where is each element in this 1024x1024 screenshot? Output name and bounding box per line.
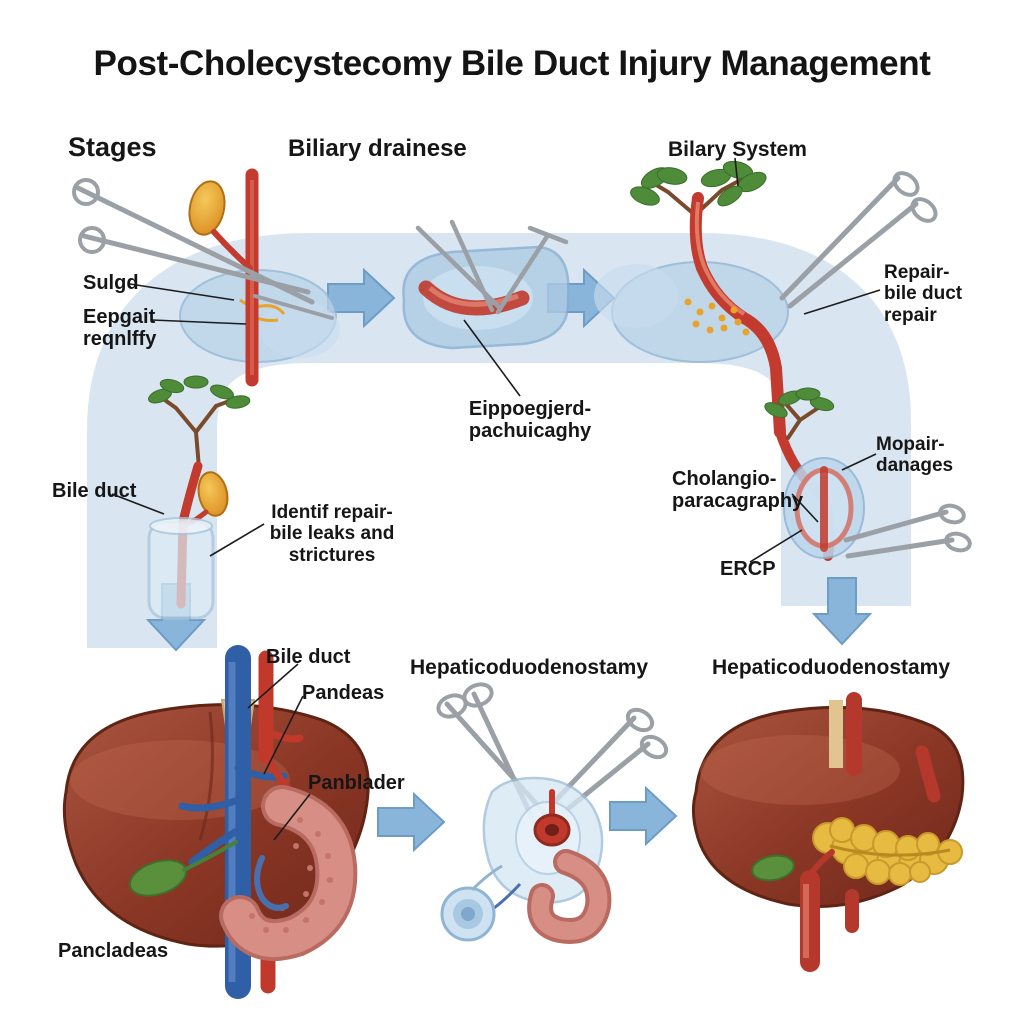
gallbladder-icon (751, 854, 795, 882)
hepaticoduodenostomy-right-heading: Hepaticoduodenostamy (712, 656, 951, 679)
label-pancreas: Pandeas (302, 682, 385, 704)
scissors-ring (78, 226, 106, 254)
forceps-ring (910, 197, 938, 223)
label-repair-damages: Mopair- danages (876, 434, 954, 477)
tissue-blob (594, 264, 678, 328)
stage3-illustration (594, 160, 938, 438)
bile-droplets (684, 298, 750, 336)
stent-connector (470, 864, 503, 892)
forceps-icon (843, 509, 949, 543)
branch-stem (784, 402, 820, 440)
drain-tube-crossbar (527, 225, 569, 245)
duct-anastomosis (418, 280, 530, 316)
duct-loop (254, 855, 289, 911)
liver-fissure (198, 711, 214, 841)
leaf-icon (764, 402, 788, 418)
leaf-icon (225, 395, 251, 409)
artery-stub (915, 745, 941, 803)
forceps-icon (787, 201, 919, 309)
hepaticoduodenostomy-procedure (436, 682, 669, 944)
duodenum-shape (223, 789, 354, 957)
branch-stem (160, 396, 234, 470)
leaf-icon (183, 375, 209, 389)
forceps-icon (779, 175, 901, 301)
label-identify-repair: Identif repair- bile leaks and stricture… (269, 502, 395, 566)
label-repair-bile-duct: Repair- bile duct repair (884, 262, 963, 326)
stage2-illustration (402, 219, 570, 350)
stages-heading: Stages (68, 132, 157, 162)
label-cholangiography-right: Cholangio- paracagraphy (672, 468, 804, 513)
label-pancreas-corner: Pancladeas (58, 940, 169, 962)
leaf-icon (795, 387, 821, 401)
label-eepgait: Eepgait reqnlffy (83, 306, 157, 351)
cystic-duct (211, 229, 253, 271)
forceps-ring (625, 707, 655, 733)
label-bile-duct-left: Bile duct (52, 480, 137, 502)
anastomosis-lumen (545, 824, 559, 836)
drain-tube-icon (495, 232, 551, 315)
label-cholangiography-top: Eippoegjerd- pachuicaghy (468, 398, 592, 443)
scissors-ring (462, 682, 494, 708)
label-bile-duct-bottom: Bile duct (266, 646, 351, 668)
bile-duct-sapling (147, 375, 251, 620)
flow-arrow-right-icon (609, 787, 677, 845)
label-sulgd: Sulgd (83, 272, 139, 294)
label-gallbladder: Panblader (308, 772, 405, 794)
stent-ring-core (461, 907, 475, 921)
leaf-icon (809, 396, 835, 412)
specimen-cup (147, 520, 215, 620)
hepaticoduodenostomy-mid-heading: Hepaticoduodenostamy (410, 656, 649, 679)
duct-connector (809, 849, 835, 875)
duodenum-shape (531, 853, 608, 940)
scissors-blade (253, 294, 334, 320)
gallbladder-icon (188, 180, 226, 236)
biliary-system-heading: Bilary System (668, 138, 807, 161)
gallbladder-icon (197, 471, 229, 517)
forceps-ring (639, 734, 669, 760)
pancreatic-duct (829, 844, 951, 857)
probe-icon (449, 219, 495, 313)
forceps-ring (944, 531, 972, 553)
liver-anatomy-right (691, 692, 965, 972)
liver-highlight (700, 735, 900, 805)
page-title: Post-Cholecystecomy Bile Duct Injury Man… (93, 44, 931, 83)
pointer-lines (111, 157, 881, 841)
leaf-icon (656, 167, 688, 185)
suture-thread (493, 882, 522, 910)
scissors-icon (81, 233, 311, 295)
liver-anatomy-left (62, 645, 370, 999)
tissue-inner (423, 266, 533, 330)
duct-highlight (694, 201, 746, 316)
pancreas-shape (812, 817, 963, 886)
cup-rim (149, 517, 213, 535)
stage1-illustration (72, 168, 340, 387)
ercp-illustration (764, 387, 972, 561)
forceps-icon (845, 537, 955, 559)
flow-arrow-right-icon (377, 793, 445, 851)
leaf-icon (717, 185, 743, 207)
leaf-icon (630, 186, 660, 206)
leaf-icon (159, 378, 185, 394)
biliary-drainage-heading: Biliary drainese (288, 135, 467, 162)
scissors-ring (72, 178, 100, 206)
forceps-ring (892, 171, 920, 197)
forceps-ring (938, 503, 966, 525)
leaf-icon (210, 384, 234, 400)
cystic-duct (182, 840, 238, 872)
label-ercp: ERCP (720, 558, 776, 580)
